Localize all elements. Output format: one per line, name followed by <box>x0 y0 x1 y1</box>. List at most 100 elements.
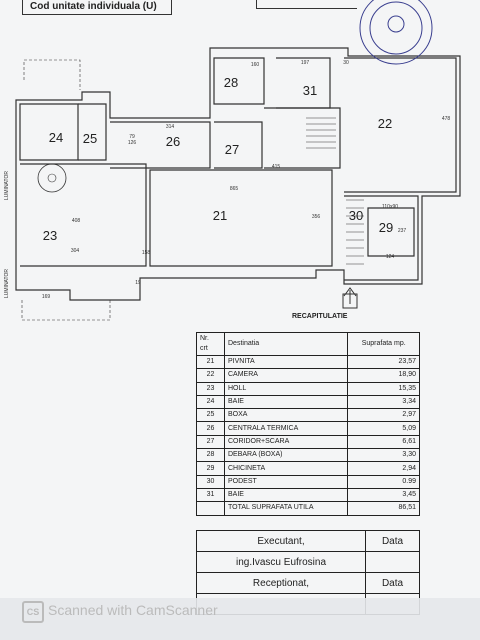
receptionat-row: Receptionat, Data <box>196 572 420 594</box>
executant-label: Executant, <box>196 530 366 552</box>
room-30: 30 <box>349 208 363 223</box>
cod-unitate-label: Cod unitate individuala (U) <box>30 1 157 12</box>
row-nr: 21 <box>196 354 225 370</box>
room-26: 26 <box>166 134 180 149</box>
header-right-box <box>256 0 357 9</box>
total-empty <box>196 501 225 516</box>
svg-text:LUMINATOR: LUMINATOR <box>4 269 10 298</box>
total-row: TOTAL SUPRAFATA UTILA 86,51 <box>196 501 420 516</box>
row-sup: 3,45 <box>347 487 420 503</box>
row-nr: 28 <box>196 448 225 463</box>
row-dest: PODEST <box>223 474 349 489</box>
svg-text:79: 79 <box>129 134 135 140</box>
receptionat-label: Receptionat, <box>196 572 366 594</box>
row-dest: CENTRALA TERMICA <box>223 421 349 436</box>
camscanner-footer <box>0 598 480 640</box>
room-28: 28 <box>224 75 238 90</box>
header-box <box>22 0 172 15</box>
row-nr: 24 <box>196 394 225 410</box>
row-sup: 3,30 <box>347 448 420 463</box>
row-sup: 5,09 <box>347 421 420 436</box>
row-sup: 0.99 <box>347 474 420 489</box>
row-dest: BAIE <box>223 487 349 503</box>
total-label: TOTAL SUPRAFATA UTILA <box>223 501 349 516</box>
row-nr: 25 <box>196 408 225 423</box>
row-nr: 27 <box>196 434 225 450</box>
svg-text:237: 237 <box>398 228 407 234</box>
row-dest: CHICINETA <box>223 461 349 476</box>
row-sup: 18,90 <box>347 368 420 383</box>
room-24: 24 <box>49 130 63 145</box>
room-22: 22 <box>378 116 392 131</box>
row-nr: 26 <box>196 421 225 436</box>
svg-text:LUMINATOR: LUMINATOR <box>4 171 10 200</box>
row-dest: HOLL <box>223 381 349 396</box>
svg-text:110x90: 110x90 <box>382 204 398 210</box>
recap-title: RECAPITULATIE <box>292 313 348 320</box>
col-suprafata: Suprafata mp. <box>347 332 420 356</box>
row-dest: CAMERA <box>223 368 349 383</box>
row-dest: PIVNITA <box>223 354 349 370</box>
svg-text:160: 160 <box>251 62 260 68</box>
executant-data-cell <box>365 551 420 573</box>
room-27: 27 <box>225 142 239 157</box>
svg-text:19: 19 <box>135 280 141 286</box>
room-23: 23 <box>43 228 57 243</box>
room-29: 29 <box>379 220 393 235</box>
row-sup: 15,35 <box>347 381 420 396</box>
svg-text:124: 124 <box>386 254 395 260</box>
svg-text:356: 356 <box>312 214 321 220</box>
row-dest: CORIDOR+SCARA <box>223 434 349 450</box>
row-nr: 29 <box>196 461 225 476</box>
row-nr: 23 <box>196 381 225 396</box>
room-25: 25 <box>83 131 97 146</box>
row-sup: 3,34 <box>347 394 420 410</box>
svg-text:126: 126 <box>128 140 137 146</box>
room-21: 21 <box>213 208 227 223</box>
recap-header-row: Nr. crt Destinatia Suprafata mp. <box>196 332 420 356</box>
svg-text:158: 158 <box>142 250 151 256</box>
svg-text:197: 197 <box>301 60 310 66</box>
camscanner-logo-icon: CS <box>22 601 44 623</box>
row-dest: BOXA <box>223 408 349 423</box>
row-sup: 2,97 <box>347 408 420 423</box>
svg-text:415: 415 <box>272 164 281 170</box>
room-31: 31 <box>303 83 317 98</box>
svg-text:169: 169 <box>42 294 51 300</box>
receptionat-data-label: Data <box>365 572 420 594</box>
row-sup: 23,57 <box>347 354 420 370</box>
col-destinatia: Destinatia <box>223 332 349 356</box>
row-nr: 31 <box>196 487 225 503</box>
executant-data-label: Data <box>365 530 420 552</box>
row-sup: 6,61 <box>347 434 420 450</box>
row-nr: 30 <box>196 474 225 489</box>
svg-text:30: 30 <box>343 60 349 66</box>
row-sup: 2,94 <box>347 461 420 476</box>
executant-name-row: ing.Ivascu Eufrosina <box>196 551 420 573</box>
executant-row: Executant, Data <box>196 530 420 552</box>
svg-text:478: 478 <box>442 116 451 122</box>
row-dest: DEBARA (BOXA) <box>223 448 349 463</box>
camscanner-text: Scanned with CamScanner <box>48 602 218 618</box>
col-nr: Nr. crt <box>196 332 225 356</box>
row-nr: 22 <box>196 368 225 383</box>
floor-plan: 21 22 23 24 25 26 27 28 29 30 31 160 197… <box>4 0 461 321</box>
svg-text:304: 304 <box>71 248 80 254</box>
total-value: 86,51 <box>347 501 420 516</box>
executant-name: ing.Ivascu Eufrosina <box>196 551 366 573</box>
svg-text:408: 408 <box>72 218 81 224</box>
row-dest: BAIE <box>223 394 349 410</box>
svg-text:865: 865 <box>230 186 239 192</box>
